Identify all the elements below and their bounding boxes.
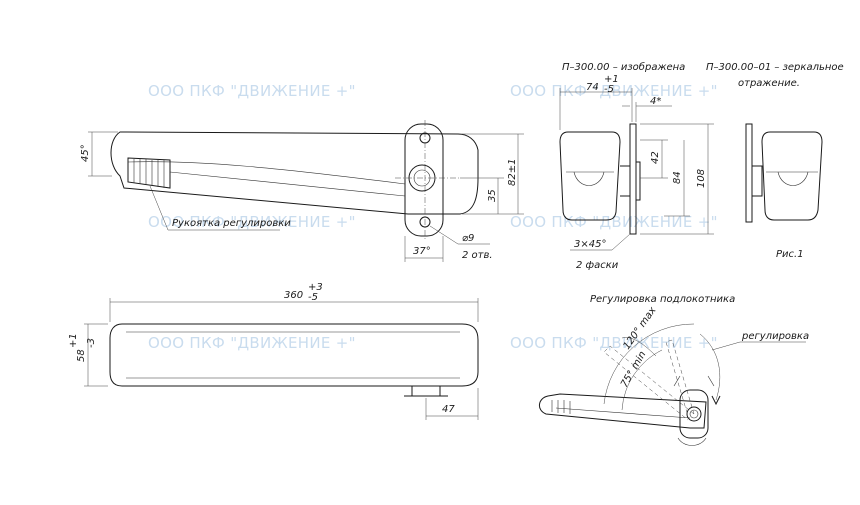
watermark-1: ООО ПКФ "ДВИЖЕНИЕ +" — [148, 82, 356, 100]
dim-47: 47 — [442, 404, 455, 415]
dim-35: 35 — [487, 189, 498, 202]
figure-label: Рис.1 — [776, 249, 804, 260]
dim-82: 82±1 — [507, 159, 518, 186]
adjustment-view: Регулировка подлокотника 120° max 75° mi… — [539, 294, 809, 446]
variant-mirror-label-2: отражение. — [738, 78, 800, 89]
chamfer-count-label: 2 фаски — [576, 260, 619, 271]
dim-84: 84 — [672, 171, 683, 184]
dim-74-tol-low: -5 — [604, 84, 614, 95]
dim-360: 360 — [284, 290, 303, 301]
watermarks: ООО ПКФ "ДВИЖЕНИЕ +" ООО ПКФ "ДВИЖЕНИЕ +… — [148, 82, 718, 352]
dim-58-tol-up: +1 — [68, 333, 79, 348]
variant-mirror-label-1: П–300.00–01 – зеркальное — [706, 62, 844, 73]
watermark-5: ООО ПКФ "ДВИЖЕНИЕ +" — [148, 334, 356, 352]
watermark-4: ООО ПКФ "ДВИЖЕНИЕ +" — [510, 213, 718, 231]
watermark-6: ООО ПКФ "ДВИЖЕНИЕ +" — [510, 334, 718, 352]
mirror-view: П–300.00–01 – зеркальное отражение. Рис.… — [706, 62, 844, 260]
dim-360-tol-up: +3 — [308, 282, 323, 293]
watermark-3: ООО ПКФ "ДВИЖЕНИЕ +" — [148, 213, 356, 231]
adjustment-handle — [127, 157, 171, 189]
side-view: 45° 82±1 35 37° ⌀9 2 отв. Рукоятка регул… — [80, 120, 524, 262]
top-view: 360 +3 -5 58 +1 -3 47 — [68, 282, 479, 420]
angle-75-label: 75° min — [619, 350, 648, 390]
adjustment-title: Регулировка подлокотника — [590, 294, 735, 305]
dim-45-angle: 45° — [80, 144, 91, 162]
dim-4: 4* — [650, 96, 661, 107]
front-view: П–300.00 – изображена 74 +1 -5 4* 42 84 … — [559, 61, 714, 271]
variant-shown-label: П–300.00 – изображена — [562, 61, 685, 73]
dim-42: 42 — [650, 151, 661, 164]
handle-label: Рукоятка регулировки — [172, 218, 291, 229]
dim-74: 74 — [586, 82, 599, 93]
dim-108: 108 — [696, 169, 707, 188]
chamfer-label: 3×45° — [574, 239, 606, 250]
dim-74-tol-up: +1 — [604, 74, 619, 85]
dim-360-tol-low: -5 — [308, 292, 318, 303]
watermark-2: ООО ПКФ "ДВИЖЕНИЕ +" — [510, 82, 718, 100]
mount-bracket — [404, 123, 444, 237]
adjustment-label: регулировка — [741, 331, 809, 342]
dim-holes-count: 2 отв. — [462, 250, 493, 261]
dim-hole-d9: ⌀9 — [462, 233, 474, 244]
dim-37-angle: 37° — [413, 246, 431, 257]
dim-58: 58 — [76, 349, 87, 362]
dim-58-tol-low: -3 — [86, 338, 97, 348]
